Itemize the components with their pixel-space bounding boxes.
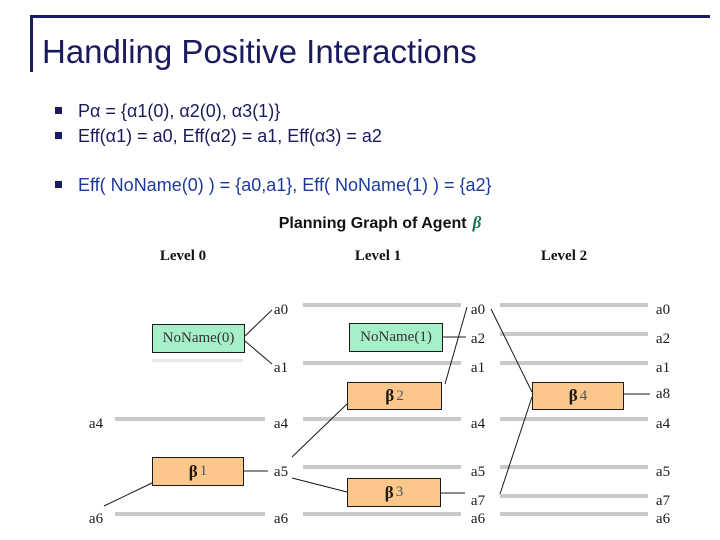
bullet-text: Pα = {α1(0), α2(0), α3(1)} <box>78 101 281 121</box>
bullet-text: Eff( NoName(0) ) = {a0,a1}, Eff( NoName(… <box>78 175 492 195</box>
bullet-square-icon <box>55 107 62 114</box>
prop-line-a5-col3 <box>500 465 648 469</box>
beta-number: 3 <box>395 484 404 500</box>
prop-line-a4-col2 <box>303 417 461 421</box>
prop-label-a1: a1 <box>273 360 289 376</box>
edge-a6-beta1 <box>103 482 153 507</box>
prop-label-a2: a2 <box>655 331 671 347</box>
beta-symbol: β <box>384 482 394 502</box>
prop-line-a0-col3 <box>500 303 648 307</box>
level-label-0: Level 0 <box>159 248 207 264</box>
title-rule-horizontal <box>30 15 710 18</box>
prop-line-a0-col2 <box>303 303 461 307</box>
prop-label-a2: a2 <box>470 331 486 347</box>
prop-label-a1: a1 <box>655 360 671 376</box>
beta-number: 1 <box>199 463 208 479</box>
bullet-item: Eff( NoName(0) ) = {a0,a1}, Eff( NoName(… <box>55 174 492 196</box>
prop-label-a6: a6 <box>273 511 289 527</box>
edge-a7-beta4 <box>499 396 533 495</box>
prop-line-a7-col3 <box>500 494 648 498</box>
action-box-noname1: NoName(1) <box>349 323 443 352</box>
graph-caption-text: Planning Graph of Agent <box>278 215 467 232</box>
prop-label-a8: a8 <box>655 386 671 402</box>
bullet-item: Pα = {α1(0), α2(0), α3(1)} <box>55 100 280 122</box>
beta-number: 4 <box>579 387 588 404</box>
bullet-square-icon <box>55 181 62 188</box>
prop-label-a5: a5 <box>655 464 671 480</box>
beta-symbol: β <box>568 386 578 405</box>
bullet-text: Eff(α1) = a0, Eff(α2) = a1, Eff(α3) = a2 <box>78 126 382 146</box>
graph-caption-beta: β <box>472 213 482 232</box>
prop-label-a0: a0 <box>655 302 671 318</box>
prop-line-a5-col2 <box>303 465 461 469</box>
prop-label-a4: a4 <box>655 416 671 432</box>
bullet-item: Eff(α1) = a0, Eff(α2) = a1, Eff(α3) = a2 <box>55 125 382 147</box>
bullet-square-icon <box>55 132 62 139</box>
prop-line-a1-col2 <box>303 361 461 365</box>
prop-label-a5: a5 <box>470 464 486 480</box>
beta-symbol: β <box>385 386 395 405</box>
prop-label-a6: a6 <box>470 511 486 527</box>
prop-label-a5: a5 <box>273 464 289 480</box>
level-label-2: Level 2 <box>540 248 588 264</box>
level-label-1: Level 1 <box>354 248 402 264</box>
prop-line-a6-col2 <box>303 512 461 516</box>
prop-label-a4: a4 <box>273 416 289 432</box>
slide-title: Handling Positive Interactions <box>42 33 477 70</box>
edge-a0-beta4 <box>490 308 533 393</box>
prop-line-a6-col3 <box>500 512 648 516</box>
graph-caption: Planning Graph of Agent β <box>0 213 720 233</box>
prop-label-a6: a6 <box>655 511 671 527</box>
prop-label-a7: a7 <box>655 493 671 509</box>
prop-label-a0: a0 <box>273 302 289 318</box>
prop-line-a1-col3 <box>500 361 648 365</box>
title-rule-vertical <box>30 15 33 72</box>
prop-label-a0: a0 <box>470 302 486 318</box>
action-box-noname0: NoName(0) <box>152 324 245 353</box>
prop-label-a7: a7 <box>470 493 486 509</box>
prop-line-a4-col3 <box>500 417 648 421</box>
edge-a5-beta2 <box>291 403 348 458</box>
prop-label-a4: a4 <box>88 416 104 432</box>
prop-line-a4-col1 <box>115 417 265 421</box>
beta-number: 2 <box>396 387 404 404</box>
prop-line-a6-col1 <box>115 512 265 516</box>
prop-label-a6: a6 <box>88 511 104 527</box>
beta-symbol: β <box>188 461 198 481</box>
prop-label-a4: a4 <box>470 416 486 432</box>
edge-a5-beta3 <box>291 477 348 493</box>
prop-line-a1-col1-faint <box>152 359 243 362</box>
prop-label-a1: a1 <box>470 360 486 376</box>
prop-line-a2-col3 <box>500 332 648 336</box>
